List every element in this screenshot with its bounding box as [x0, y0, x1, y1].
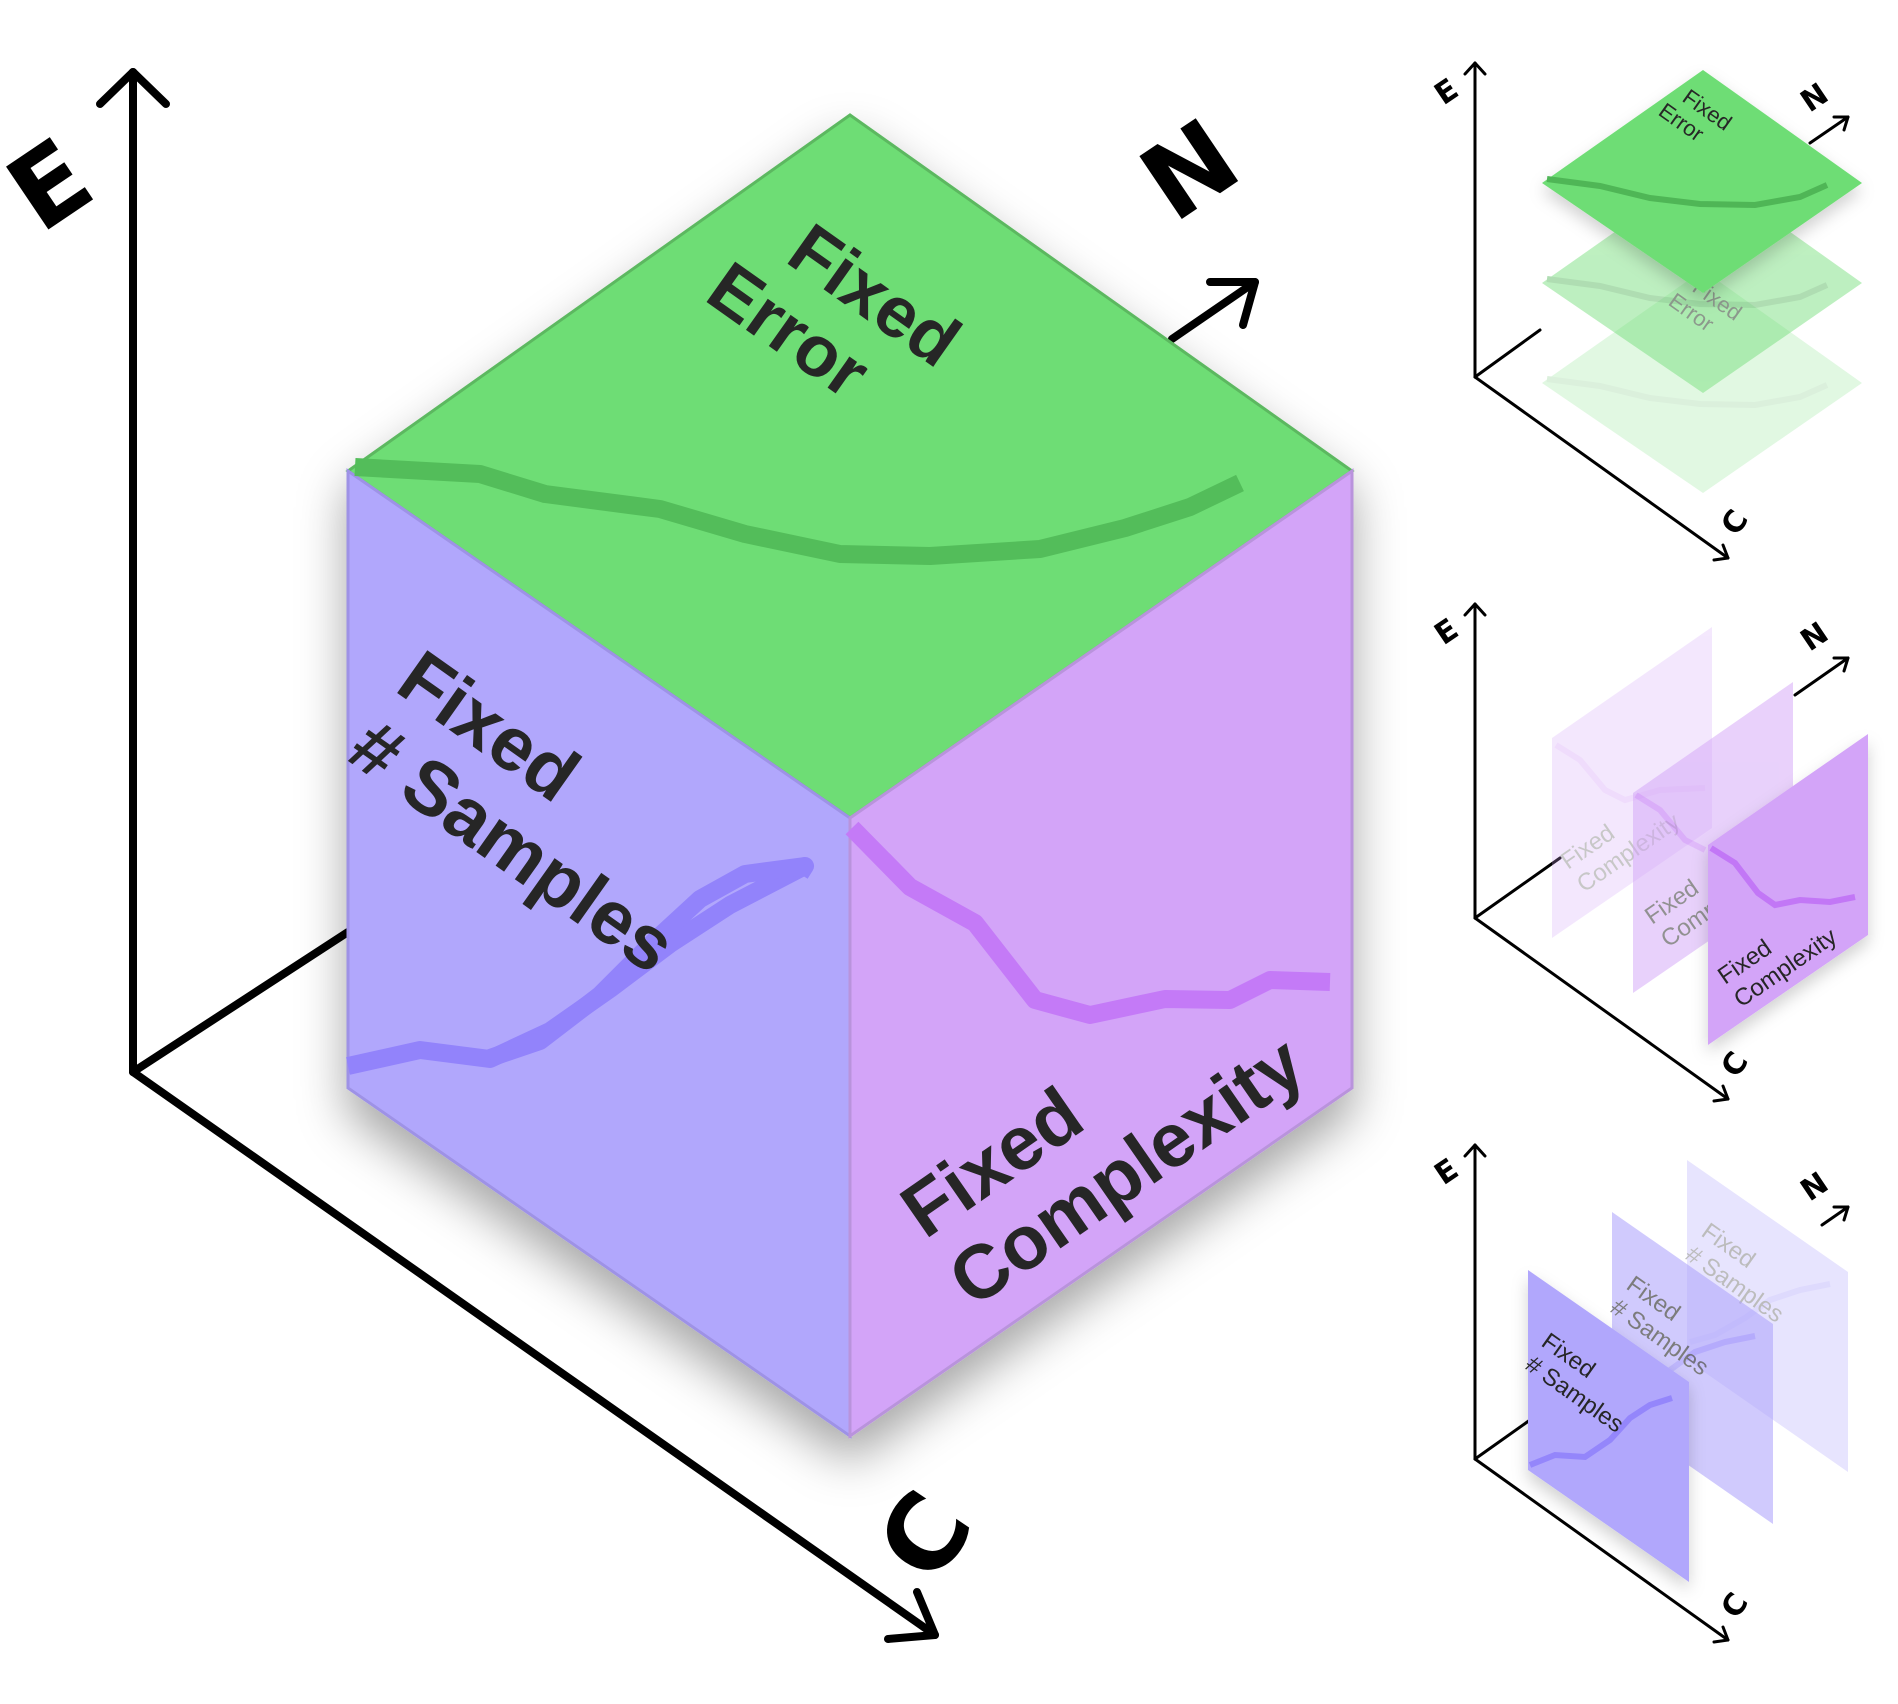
panel1-n-arrowhead	[1832, 115, 1850, 132]
c-axis-arrowhead	[884, 1588, 939, 1643]
panel1-c-arrowhead	[1712, 543, 1730, 562]
e-axis-label: E	[0, 115, 113, 256]
panel1-c-axis	[1473, 375, 1730, 560]
fixed-samples-curve-tail	[487, 857, 807, 1067]
panel1-e-arrowhead	[1463, 61, 1487, 76]
cube-curves	[346, 458, 1331, 1075]
panel3-n-label: N	[1794, 1166, 1834, 1209]
panel1-slice-3	[1542, 270, 1862, 493]
n-axis-segment-left	[129, 928, 352, 1076]
panel1-n-label: N	[1794, 77, 1834, 120]
panel1-axes	[1463, 61, 1850, 562]
panel3-n-arrowhead	[1832, 1205, 1850, 1222]
cube	[345, 113, 1355, 1439]
panel2-c-arrowhead	[1712, 1084, 1730, 1103]
panel3-e-label: E	[1428, 1152, 1465, 1192]
panel3-axes	[1463, 1143, 1850, 1644]
panel2-axes	[1463, 602, 1850, 1103]
panel1-n-axis-b	[1808, 115, 1850, 145]
panel3-e-arrowhead	[1463, 1143, 1487, 1158]
n-axis-segment-right	[1168, 278, 1259, 343]
panel3-c-label: C	[1714, 1587, 1755, 1625]
panel2-n-arrowhead	[1832, 656, 1850, 673]
panel1-slice-1: Fixed Error	[1542, 70, 1862, 293]
e-axis-arrowhead	[96, 68, 170, 108]
panel3-c-arrowhead	[1712, 1625, 1730, 1644]
panel2-n-axis-b	[1793, 656, 1850, 697]
panel3-n-axis-b	[1820, 1205, 1850, 1227]
panel1-e-label: E	[1428, 72, 1465, 112]
panel2-n-label: N	[1794, 616, 1834, 659]
panel2-c-axis	[1473, 916, 1730, 1101]
panel2-e-label: E	[1428, 612, 1465, 652]
panel-fixed-samples: E N C Fixed # Samples Fixed # Samples Fi…	[1428, 1143, 1850, 1644]
fixed-complexity-curve	[845, 821, 1331, 1024]
c-axis-line	[129, 1068, 939, 1639]
panel1-c-label: C	[1714, 504, 1755, 542]
panel3-n-axis-a	[1473, 1418, 1532, 1461]
c-axis-label: C	[853, 1470, 997, 1602]
panel3-slice-1: Fixed # Samples	[1520, 1270, 1689, 1582]
main-axes	[96, 68, 1259, 1643]
panel1-n-axis-a	[1473, 328, 1542, 379]
panel2-c-label: C	[1714, 1046, 1755, 1084]
fixed-error-curve	[354, 458, 1244, 565]
panel-fixed-error: E N C Fixed Error Fixed Error	[1428, 61, 1862, 562]
cube-face-right	[848, 468, 1354, 1439]
panel2-n-axis-a	[1473, 856, 1562, 920]
panel2-e-arrowhead	[1463, 602, 1487, 617]
n-axis-label: N	[1120, 95, 1260, 245]
panel-fixed-complexity: E N C Fixed Complexity Fixed Comp Fixed …	[1428, 602, 1868, 1103]
n-axis-arrowhead	[1206, 278, 1259, 329]
panel3-c-axis	[1473, 1457, 1730, 1642]
